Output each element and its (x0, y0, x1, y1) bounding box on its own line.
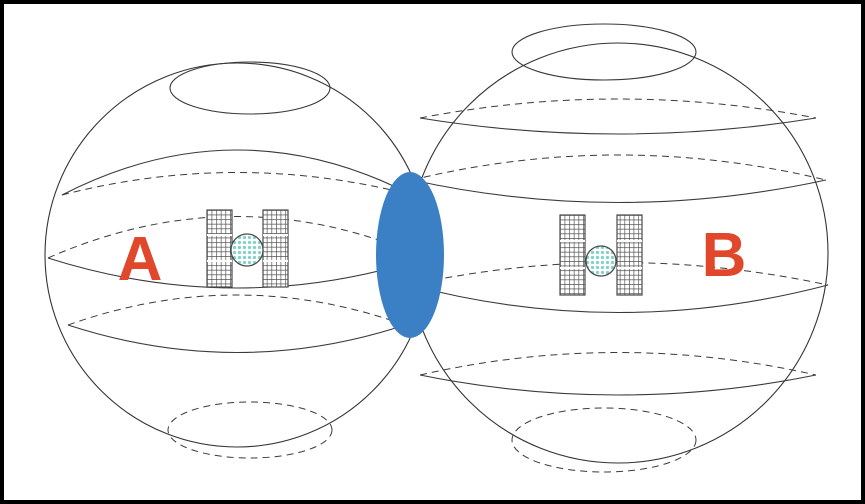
sphere-a-top-cap (170, 62, 330, 114)
solar-panel-icon (560, 215, 585, 295)
sphere-b-latitude-4 (420, 375, 816, 395)
satellite-body-icon (586, 246, 616, 276)
sphere-b-latitude-2-back (412, 155, 826, 180)
sphere-a-latitude-1 (62, 150, 412, 195)
sphere-a-latitude-1-back (62, 173, 412, 196)
overlap-region (376, 172, 444, 338)
satellite-icon (560, 215, 642, 295)
sphere-a-latitude-3 (68, 325, 405, 353)
solar-panel-icon (617, 215, 642, 295)
sphere-a-bottom-cap (168, 402, 332, 458)
solar-panel-icon (207, 210, 232, 287)
sphere-a-latitude-3-back (68, 295, 405, 325)
sphere-b-latitude-1 (420, 118, 816, 134)
sphere-b-latitude-2 (412, 180, 826, 203)
satellite-body-icon (231, 234, 263, 266)
solar-panel-icon (263, 210, 288, 287)
sphere-b-latitude-4-back (420, 353, 816, 376)
label-a: A (118, 225, 163, 294)
sphere-b-latitude-1-back (420, 99, 816, 118)
satellite-icon (207, 210, 288, 287)
sphere-b-top-cap (512, 24, 696, 80)
label-b: B (702, 221, 747, 290)
